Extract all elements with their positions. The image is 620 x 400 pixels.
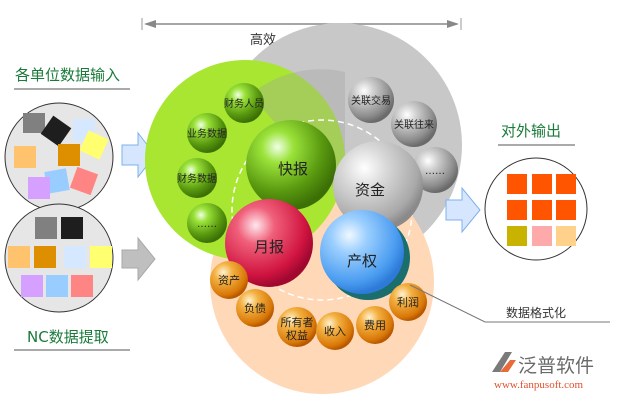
output-circle — [484, 157, 588, 261]
svg-text:所有者: 所有者 — [281, 315, 314, 329]
callout-label: 数据格式化 — [506, 305, 566, 320]
square-gray — [35, 217, 57, 239]
gray-ball-2: 关联往来 — [391, 101, 437, 147]
svg-text:资产: 资产 — [218, 273, 240, 287]
svg-text:收入: 收入 — [324, 324, 346, 338]
extract-arrow-icon — [121, 236, 156, 282]
square-pink — [69, 166, 99, 196]
svg-text:财务数据: 财务数据 — [177, 172, 217, 185]
green-ball-3: 财务数据 — [177, 158, 217, 198]
orange-ball-equity: 所有者 权益 — [277, 307, 317, 347]
square-orange — [58, 144, 80, 166]
gray-ball-1: 关联交易 — [348, 77, 394, 123]
square-skyblue — [46, 275, 68, 297]
square-lightorange — [8, 246, 30, 268]
svg-text:业务数据: 业务数据 — [187, 127, 227, 140]
logo-mark-gray — [492, 352, 512, 372]
svg-text:快报: 快报 — [278, 160, 308, 178]
gray-ball-3: …… — [412, 147, 458, 193]
chanquan-ball: 产权 — [320, 210, 410, 300]
svg-text:www.fanpusoft.com: www.fanpusoft.com — [494, 379, 584, 391]
svg-text:产权: 产权 — [347, 252, 377, 270]
orange-ball-expenses: 费用 — [356, 306, 394, 344]
svg-text:负债: 负债 — [244, 301, 266, 315]
green-ball-1: 财务人员 — [224, 83, 264, 123]
orange-ball-liabilities: 负债 — [236, 289, 274, 327]
kuaibao-ball: 快报 — [246, 120, 336, 210]
square-purple — [28, 177, 50, 199]
square-pink — [71, 275, 93, 297]
svg-text:关联往来: 关联往来 — [394, 118, 434, 131]
orange-ball-revenue: 收入 — [316, 312, 354, 350]
svg-text:费用: 费用 — [364, 319, 386, 332]
output-arrow-icon — [445, 186, 481, 234]
svg-text:泛普软件: 泛普软件 — [518, 355, 594, 377]
fanpu-logo: 泛普软件 www.fanpusoft.com — [492, 352, 594, 391]
svg-text:财务人员: 财务人员 — [224, 97, 264, 110]
green-ball-4: …… — [187, 203, 227, 243]
square-lightblue — [64, 246, 86, 268]
callout-line — [409, 284, 610, 323]
square-gray — [23, 113, 45, 133]
orange-ball-assets: 资产 — [210, 261, 248, 299]
yuebao-ball: 月报 — [225, 199, 313, 287]
input-units-circle — [4, 102, 114, 212]
zijin-ball: 资金 — [333, 141, 423, 231]
svg-text:关联交易: 关联交易 — [351, 94, 391, 107]
square-yellow — [90, 246, 112, 268]
square-orange — [34, 246, 56, 268]
svg-text:利润: 利润 — [397, 295, 419, 309]
right-title: 对外输出 — [501, 122, 561, 140]
svg-text:……: …… — [197, 219, 217, 230]
left-bottom-title: NC数据提取 — [27, 328, 109, 346]
nc-extract-circle — [4, 203, 114, 313]
svg-text:资金: 资金 — [355, 181, 385, 199]
header-span-arrow — [141, 18, 462, 30]
logo-mark-orange — [500, 360, 516, 372]
square-black — [61, 217, 83, 239]
svg-text:……: …… — [425, 166, 445, 177]
square-lightorange — [14, 146, 36, 168]
left-top-title: 各单位数据输入 — [15, 66, 120, 84]
square-yellow — [79, 130, 109, 160]
svg-text:月报: 月报 — [254, 238, 284, 256]
orange-ball-profit: 利润 — [389, 283, 427, 321]
square-skyblue — [44, 168, 70, 194]
green-ball-2: 业务数据 — [187, 113, 227, 153]
square-black — [40, 115, 72, 147]
square-purple — [21, 275, 43, 297]
svg-text:权益: 权益 — [286, 328, 308, 342]
